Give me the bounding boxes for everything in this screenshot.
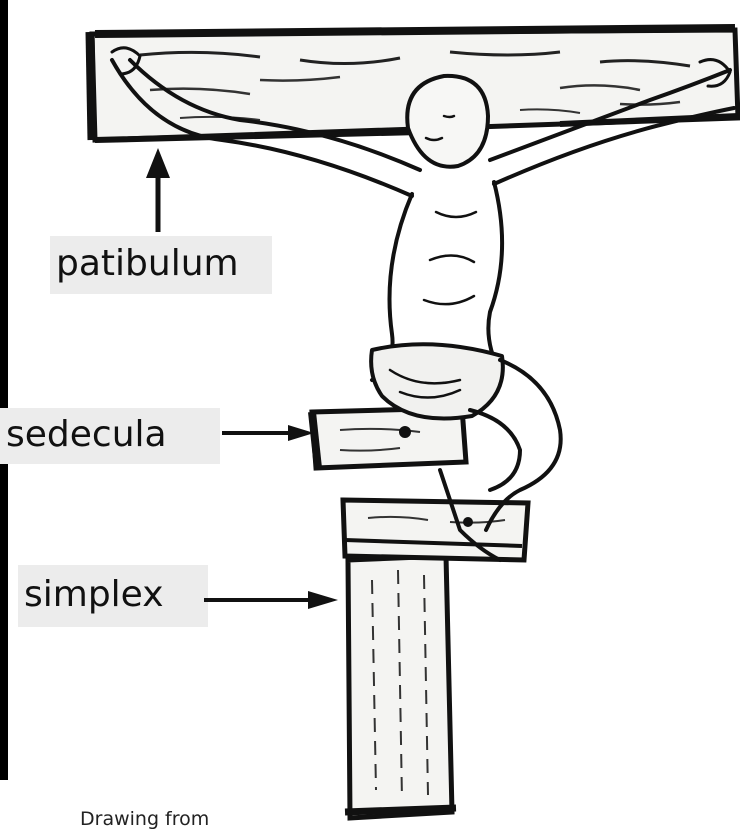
patibulum-arrow (146, 148, 170, 232)
simplex-label: simplex (24, 577, 164, 613)
simplex-arrow (204, 591, 338, 609)
patibulum-label: patibulum (56, 246, 239, 282)
sedecula-label: sedecula (6, 417, 167, 453)
caption: Drawing from (80, 808, 209, 830)
sedecula-arrow (222, 425, 314, 441)
upright-post (345, 556, 456, 818)
